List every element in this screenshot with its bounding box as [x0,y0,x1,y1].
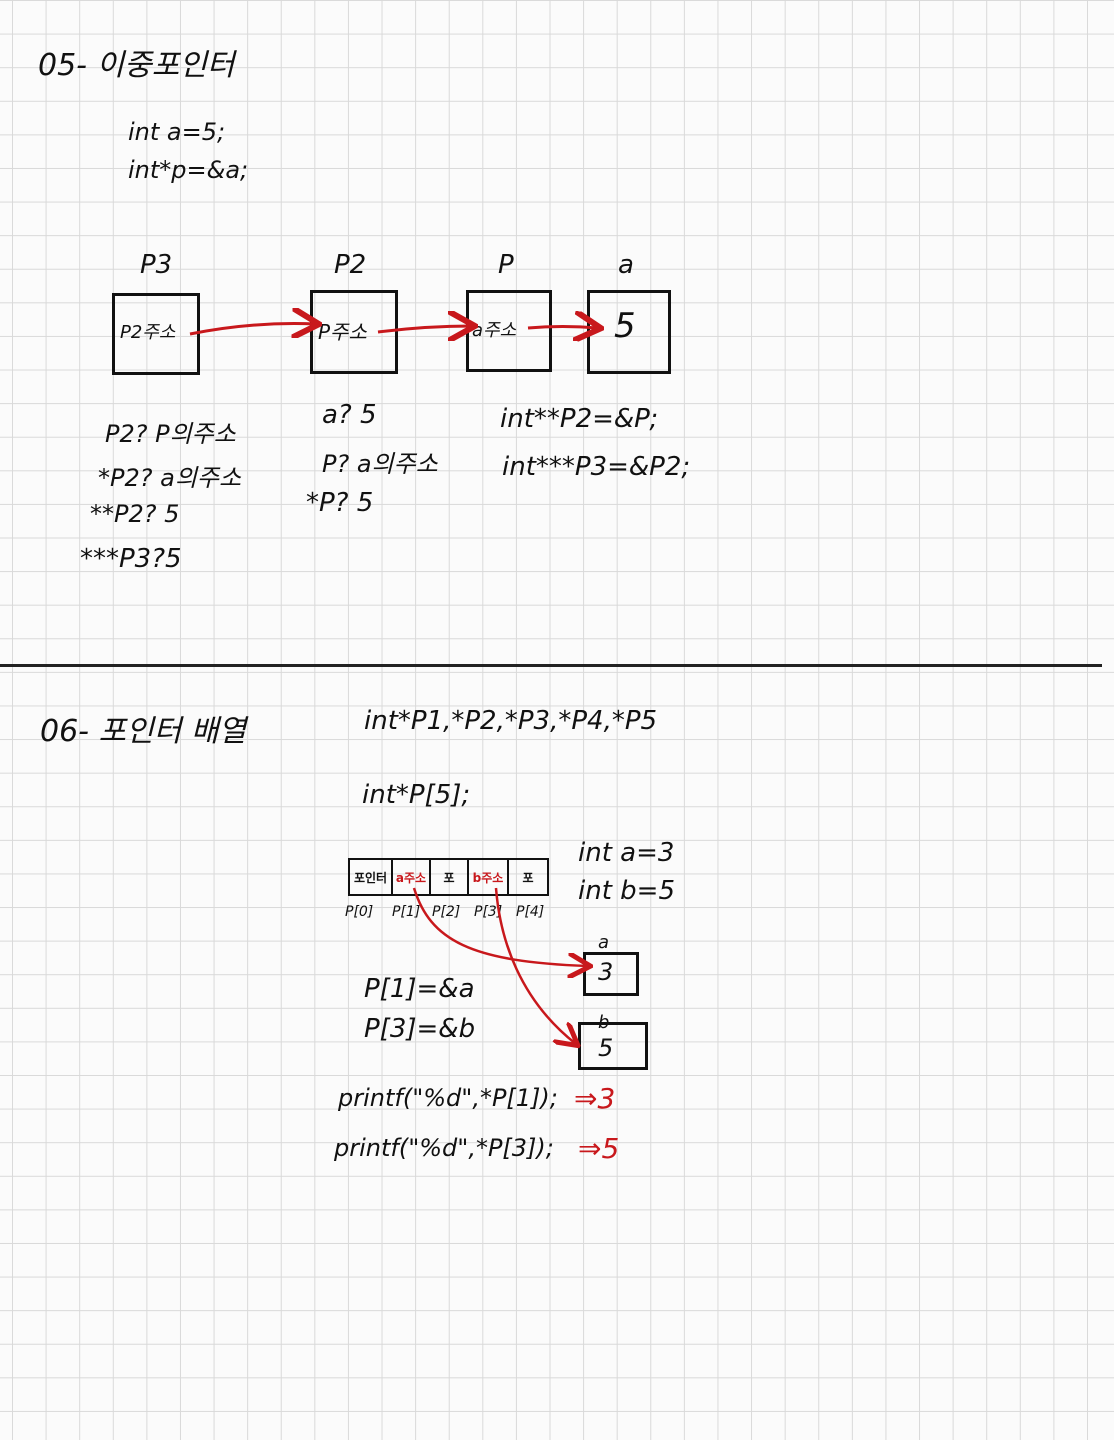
var-a: int a=3 [578,838,675,868]
decl-pointer-array: int*P[5]; [362,780,471,810]
box-label-p: P [498,250,514,280]
array-cell-4: 포 [507,858,549,896]
code-line-1: int a=5; [128,118,226,146]
note-p-3: *P? 5 [306,488,374,518]
note-p2-2: *P2? a의주소 [98,464,242,492]
arrow-p2-to-p [377,326,472,332]
printf-result-1: ⇒3 [574,1082,616,1115]
section05-title: 05- 이중포인터 [38,48,235,83]
array-index-2: P[2] [432,904,461,920]
array-index-3: P[3] [474,904,503,920]
array-index-0: P[0] [345,904,374,920]
box-content-p2: P주소 [318,320,367,344]
arrow-p3-to-p2 [189,323,316,334]
box-value-var-b: 5 [598,1034,614,1062]
decl-p3: int***P3=&P2; [502,452,691,482]
note-p2-4: ***P3?5 [80,544,182,574]
assign-p3: P[3]=&b [364,1014,476,1044]
arrow-p-to-a [527,327,598,329]
decl-individual-pointers: int*P1,*P2,*P3,*P4,*P5 [364,706,658,736]
box-label-var-a: a [598,932,610,953]
box-label-p3: P3 [140,250,173,280]
printf-line-1: printf("%d",*P[1]); [338,1084,558,1112]
assign-p1: P[1]=&a [364,974,475,1004]
decl-p2: int**P2=&P; [500,404,659,434]
note-p2-1: P2? P의주소 [105,420,236,448]
note-p-1: a? 5 [322,400,377,430]
printf-result-2: ⇒5 [578,1132,620,1165]
box-value-var-a: 3 [598,958,614,986]
arrow-p3-to-b [494,887,576,1044]
pointer-box-p3 [112,293,200,375]
section-divider [0,664,1102,667]
array-index-1: P[1] [392,904,421,920]
box-content-p3: P2주소 [120,322,176,343]
code-line-2: int*p=&a; [128,156,249,184]
note-p2-3: **P2? 5 [90,500,180,528]
box-label-p2: P2 [334,250,367,280]
var-b: int b=5 [578,876,675,906]
arrow-p1-to-a [412,887,588,966]
printf-line-2: printf("%d",*P[3]); [334,1134,554,1162]
box-content-a: 5 [614,306,636,346]
array-index-4: P[4] [516,904,545,920]
section06-title: 06- 포인터 배열 [40,714,247,749]
note-p-2: P? a의주소 [322,450,438,478]
box-content-p: a주소 [472,320,517,341]
box-label-a: a [618,250,634,280]
